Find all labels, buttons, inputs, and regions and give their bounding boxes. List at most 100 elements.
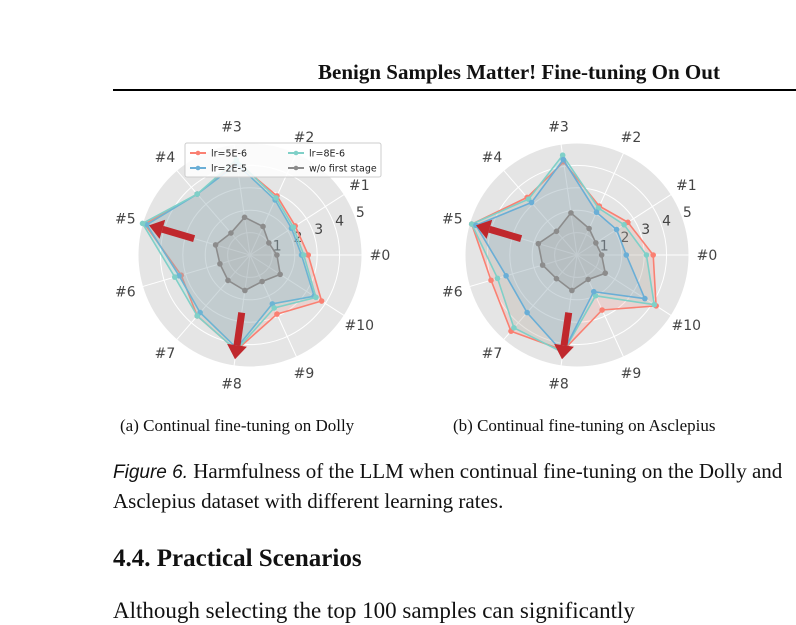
radial-tick-label: 1 [600, 239, 609, 255]
radar-spoke [249, 254, 345, 316]
axis-label: #3 [221, 119, 242, 135]
series-point [468, 221, 475, 227]
series-point [539, 262, 546, 268]
series-point [488, 277, 494, 284]
trend-arrow-head [554, 343, 574, 360]
series-point [139, 220, 146, 227]
axis-label: #5 [442, 211, 463, 227]
axis-label: #2 [294, 130, 315, 146]
axis-label: #5 [115, 211, 136, 227]
subfigure-caption-b: (b) Continual fine-tuning on Asclepius [453, 416, 716, 435]
axis-label: #2 [621, 130, 642, 146]
radar-spoke [176, 254, 251, 340]
radial-tick-label: 2 [621, 230, 630, 246]
axis-label: #7 [155, 346, 176, 362]
legend-marker [195, 150, 201, 156]
series-point [274, 252, 280, 258]
series-point [602, 270, 609, 276]
legend-box [184, 142, 382, 178]
series-point [277, 271, 283, 278]
trend-arrow-shaft [560, 312, 573, 346]
series-point [305, 252, 312, 258]
series-point [260, 223, 266, 230]
series-point [553, 275, 560, 282]
running-header: Benign Samples Matter! Fine-tuning On Ou… [318, 60, 720, 84]
series-point [586, 225, 592, 232]
series-area [141, 158, 317, 352]
series-point [560, 156, 567, 163]
series-point [318, 298, 325, 304]
series-point [274, 311, 280, 317]
radial-tick-label: 5 [683, 205, 692, 221]
series-point [259, 278, 265, 285]
series-point [194, 313, 200, 319]
series-point [290, 224, 297, 230]
series-point [503, 273, 509, 279]
radar-chart-dolly: #0#1#2#3#4#5#6#7#8#9#1012345lr=5E-6lr=2E… [115, 119, 391, 393]
radar-spoke [576, 254, 624, 358]
radial-tick-label: 3 [314, 222, 323, 238]
trend-arrow-shaft [161, 225, 196, 242]
legend-label: lr=8E-6 [309, 149, 345, 160]
legend-marker [293, 165, 299, 171]
series-point [225, 277, 231, 284]
axis-label: #1 [676, 178, 697, 194]
series-point [241, 214, 248, 221]
axis-label: #6 [442, 285, 463, 301]
series-point [266, 240, 272, 246]
series-point [535, 240, 542, 247]
legend-marker [293, 150, 299, 156]
series-point [228, 230, 234, 236]
series-point [613, 226, 620, 233]
radar-spoke [469, 254, 578, 288]
series-point [623, 252, 630, 258]
trend-arrow-shaft [233, 312, 246, 346]
figure-caption-text: Harmfulness of the LLM when continual fi… [113, 459, 783, 513]
chart-legend: lr=5E-6lr=2E-5lr=8E-6w/o first stage [184, 142, 382, 178]
header-rule [113, 89, 796, 91]
series-point [559, 152, 566, 159]
radial-tick-label: 4 [662, 213, 671, 229]
series-point [176, 273, 182, 279]
axis-label: #9 [621, 366, 642, 382]
radar-spoke [503, 254, 578, 340]
axis-label: #10 [672, 318, 702, 334]
axis-label: #0 [370, 248, 391, 264]
series-point [212, 242, 219, 248]
legend-label: w/o first stage [309, 164, 377, 175]
axis-label: #3 [548, 119, 569, 135]
axis-label: #4 [155, 150, 176, 166]
axis-label: #0 [697, 248, 718, 264]
figure-caption: Figure 6. Harmfulness of the LLM when co… [113, 457, 796, 516]
axis-label: #8 [221, 377, 242, 393]
series-point [194, 191, 200, 197]
series-point [273, 195, 279, 201]
series-area [470, 160, 657, 352]
series-point [569, 287, 575, 294]
trend-arrow-head [475, 219, 493, 239]
series-area [474, 158, 647, 355]
series-point [585, 276, 591, 283]
radial-tick-label: 3 [641, 222, 650, 238]
series-point [621, 221, 627, 228]
series-point [494, 275, 501, 282]
axis-label: #10 [345, 318, 375, 334]
radial-tick-label: 1 [273, 239, 282, 255]
series-point [650, 252, 656, 258]
series-point [242, 287, 248, 294]
series-point [593, 209, 600, 216]
subfigure-caption-a: (a) Continual fine-tuning on Dolly [120, 416, 355, 435]
radar-spoke [176, 170, 251, 256]
series-point [313, 294, 319, 301]
legend-label: lr=2E-5 [211, 164, 247, 175]
series-point [524, 309, 530, 316]
figure-label: Figure 6. [113, 462, 188, 483]
radar-spoke [503, 170, 578, 256]
trend-arrow-head [227, 343, 247, 360]
series-point [144, 221, 150, 228]
series-point [643, 252, 650, 258]
series-point [528, 199, 535, 206]
series-point [568, 210, 574, 216]
axis-label: #4 [482, 150, 503, 166]
